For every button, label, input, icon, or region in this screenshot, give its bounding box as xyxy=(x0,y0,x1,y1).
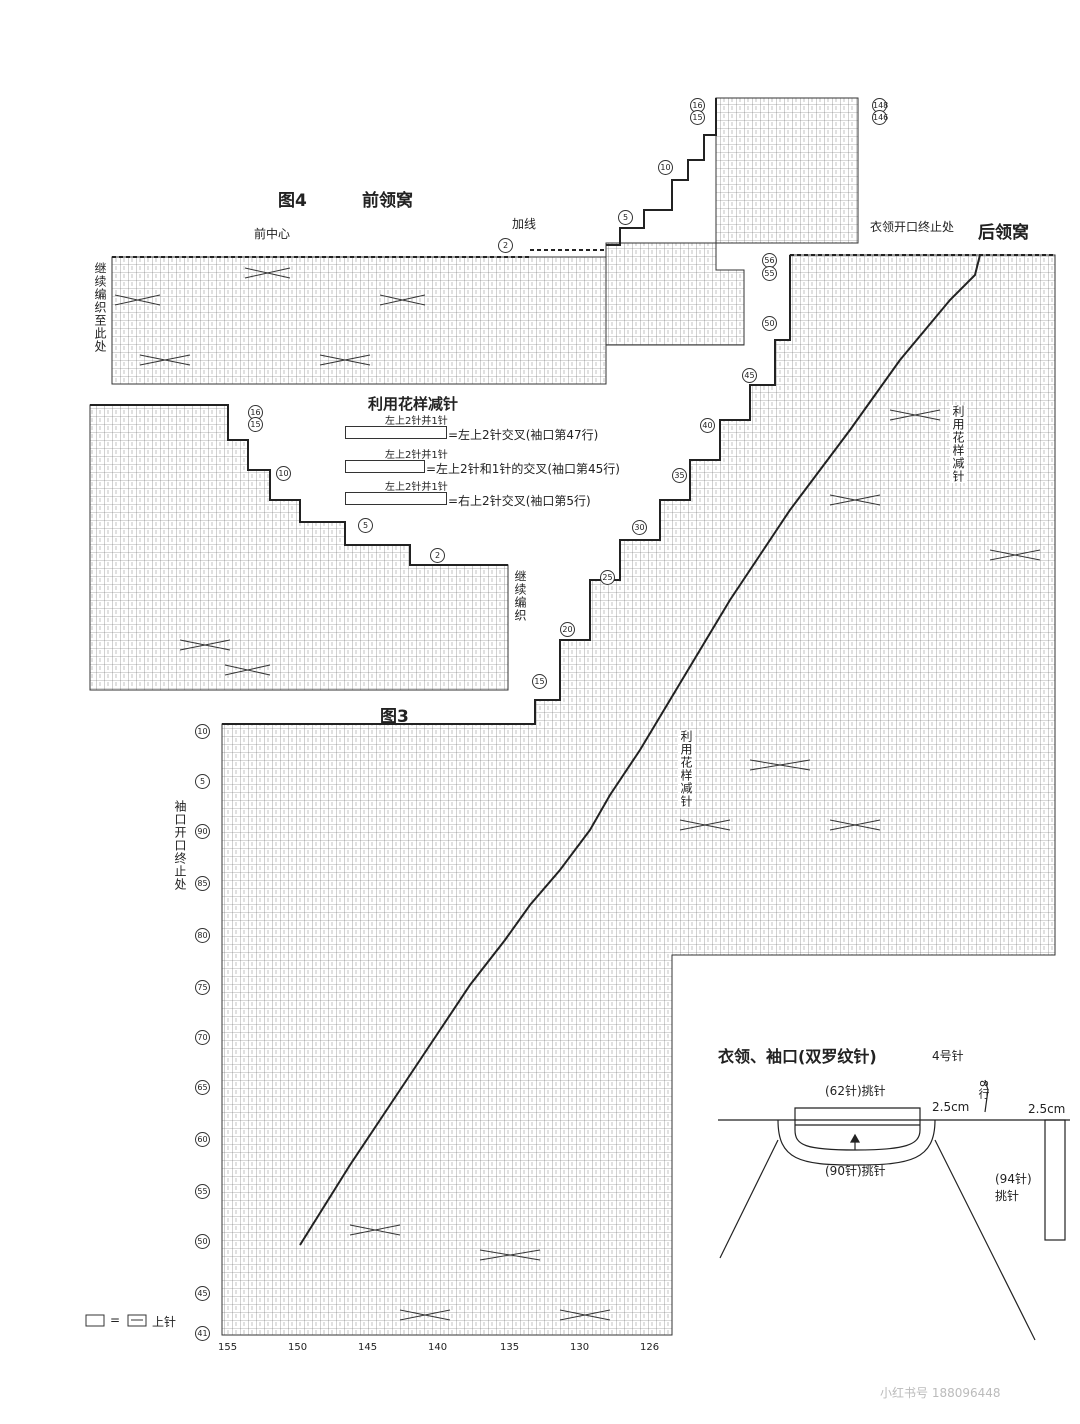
row-marker: 146 xyxy=(872,110,888,125)
stitch-legend-equals: = xyxy=(110,1313,121,1327)
decrease-legend-desc-2: =左上2针和1针的交叉(袖口第45行) xyxy=(426,462,620,476)
column-number: 140 xyxy=(428,1342,448,1353)
row-marker: 10 xyxy=(276,466,291,481)
column-number: 150 xyxy=(288,1342,308,1353)
fig3-title: 图3 xyxy=(380,707,409,727)
row-marker: 75 xyxy=(195,980,210,995)
row-marker: 2 xyxy=(498,238,513,253)
fig4-title: 图4 xyxy=(278,191,307,211)
row-marker: 10 xyxy=(658,160,673,175)
pattern-decrease-vert-mid: 利用花样减针 xyxy=(678,730,695,808)
needle-size: 4号针 xyxy=(932,1049,964,1063)
row-marker: 55 xyxy=(762,266,777,281)
decrease-legend-top-2: 左上2针并1针 xyxy=(385,450,448,461)
pickup-62-label: (62针)挑针 xyxy=(825,1084,886,1098)
row-marker: 80 xyxy=(195,928,210,943)
front-neck-chart xyxy=(111,256,607,385)
continue-knit-here-label: 继续编织至此处 xyxy=(93,262,107,353)
row-marker: 60 xyxy=(195,1132,210,1147)
row-marker: 5 xyxy=(618,210,633,225)
decrease-symbol-2 xyxy=(345,460,425,473)
pattern-decrease-vert-right: 利用花样减针 xyxy=(950,405,967,483)
row-marker: 41 xyxy=(195,1326,210,1341)
row-marker: 5 xyxy=(195,774,210,789)
decrease-legend-top-3: 左上2针并1针 xyxy=(385,482,448,493)
row-marker: 50 xyxy=(195,1234,210,1249)
front-neck-title: 前领窝 xyxy=(362,191,413,211)
column-number: 130 xyxy=(570,1342,590,1353)
row-marker: 15 xyxy=(248,417,263,432)
row-marker: 55 xyxy=(195,1184,210,1199)
pattern-decrease-title: 利用花样减针 xyxy=(368,395,459,413)
row-marker: 20 xyxy=(560,622,575,637)
decrease-symbol-3 xyxy=(345,492,447,505)
row-marker: 70 xyxy=(195,1030,210,1045)
watermark: 小红书号 188096448 xyxy=(880,1386,1001,1400)
add-yarn-label: 加线 xyxy=(512,217,537,231)
column-number: 145 xyxy=(358,1342,378,1353)
column-number: 155 xyxy=(218,1342,238,1353)
column-number: 126 xyxy=(640,1342,660,1353)
row-marker: 40 xyxy=(700,418,715,433)
continue-knit-label: 继续编织 xyxy=(513,570,527,622)
stitch-legend-label: 上针 xyxy=(152,1315,177,1329)
rows-8-label: 8行 xyxy=(977,1080,990,1100)
row-marker: 65 xyxy=(195,1080,210,1095)
front-center-label: 前中心 xyxy=(254,227,291,241)
row-marker: 15 xyxy=(690,110,705,125)
collar-open-end-label: 衣领开口终止处 xyxy=(870,220,955,234)
row-marker: 15 xyxy=(532,674,547,689)
width-25-label-b: 2.5cm xyxy=(1028,1102,1066,1116)
row-marker: 50 xyxy=(762,316,777,331)
back-neck-title: 后领窝 xyxy=(978,223,1029,243)
row-marker: 5 xyxy=(358,518,373,533)
decrease-legend-desc-1: =左上2针交叉(袖口第47行) xyxy=(448,428,599,442)
row-marker: 85 xyxy=(195,876,210,891)
row-marker: 30 xyxy=(632,520,647,535)
width-25-label-a: 2.5cm xyxy=(932,1100,970,1114)
row-marker: 25 xyxy=(600,570,615,585)
back-neck-chart xyxy=(221,254,1056,1336)
row-marker: 45 xyxy=(195,1286,210,1301)
row-marker: 2 xyxy=(430,548,445,563)
row-marker: 35 xyxy=(672,468,687,483)
row-marker: 45 xyxy=(742,368,757,383)
decrease-symbol-1 xyxy=(345,426,447,439)
pickup-94-label: (94针)挑针 xyxy=(995,1172,1032,1203)
collar-cuff-diagram xyxy=(718,1079,1070,1341)
decrease-legend-desc-3: =右上2针交叉(袖口第5行) xyxy=(448,494,591,508)
sleeve-open-end-label: 袖口开口终止处 xyxy=(173,800,187,891)
pickup-90-label: (90针)挑针 xyxy=(825,1164,886,1178)
collar-cuff-title: 衣领、袖口(双罗纹针) xyxy=(718,1047,877,1066)
row-marker: 90 xyxy=(195,824,210,839)
column-number: 135 xyxy=(500,1342,520,1353)
row-marker: 10 xyxy=(195,724,210,739)
decrease-legend-top-1: 左上2针并1针 xyxy=(385,416,448,427)
